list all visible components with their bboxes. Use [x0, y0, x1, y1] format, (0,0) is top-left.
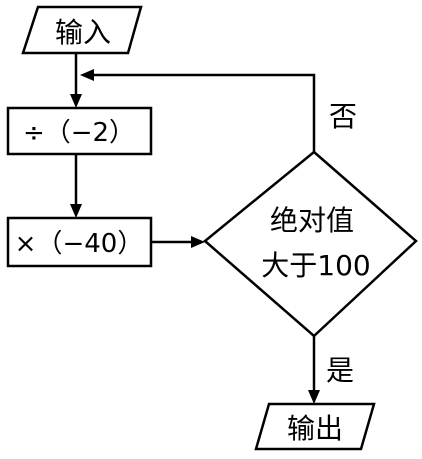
- divide-step-node: ÷（−2）: [6, 106, 153, 156]
- divide-step-label: ÷（−2）: [23, 118, 135, 148]
- decision-label-line2: 大于100: [261, 249, 370, 282]
- input-node: 输入: [21, 5, 143, 55]
- arrow-input-to-divide: [70, 53, 82, 108]
- arrow-decision-to-output: [308, 336, 320, 404]
- multiply-step-label: ×（−40）: [15, 229, 144, 259]
- output-shape: [254, 402, 376, 451]
- arrow-multiply-to-decision: [151, 236, 205, 248]
- multiply-step-node: ×（−40）: [6, 216, 153, 268]
- decision-shape: [203, 150, 418, 338]
- no-branch-label: 否: [329, 100, 357, 133]
- output-label: 输出: [287, 412, 343, 445]
- divide-step-shape: [6, 106, 153, 156]
- multiply-step-shape: [6, 216, 153, 268]
- input-label: 输入: [55, 16, 111, 49]
- decision-label-line1: 绝对值: [270, 204, 354, 237]
- yes-branch-label: 是: [326, 354, 354, 387]
- arrow-divide-to-multiply: [70, 154, 82, 218]
- decision-node: 绝对值 大于100: [203, 150, 418, 338]
- input-shape: [21, 5, 143, 55]
- loop-back-arrow: [80, 69, 316, 152]
- output-node: 输出: [254, 402, 376, 451]
